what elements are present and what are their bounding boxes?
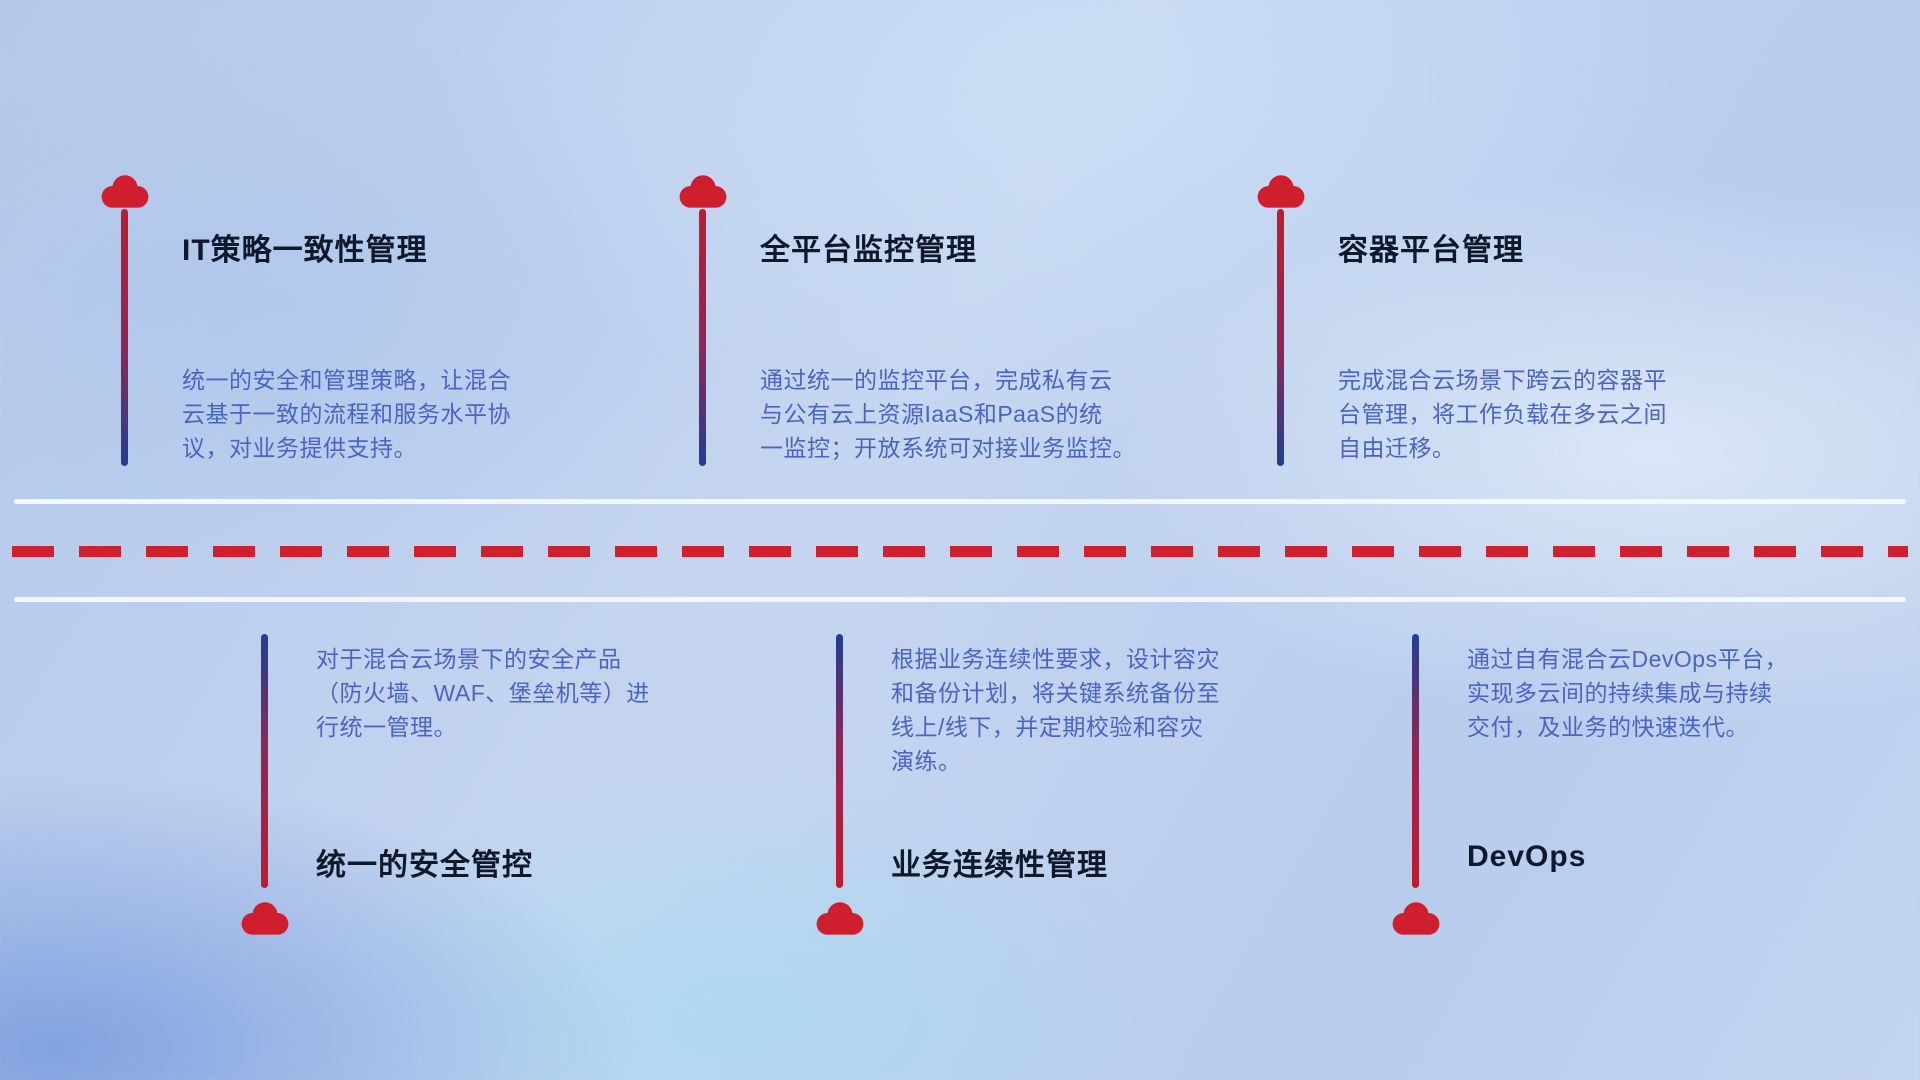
connector-line <box>121 209 128 466</box>
capability-card-security-control: 对于混合云场景下的安全产品 （防火墙、WAF、堡垒机等）进 行统一管理。 统一的… <box>238 634 808 964</box>
cloud-icon <box>1389 898 1443 938</box>
cloud-icon <box>813 898 867 938</box>
capability-title: 统一的安全管控 <box>316 849 533 882</box>
connector-line <box>1277 209 1284 466</box>
capability-card-container-platform: 容器平台管理 完成混合云场景下跨云的容器平 台管理，将工作负载在多云之间 自由迁… <box>1254 171 1824 501</box>
capability-title: DevOps <box>1467 840 1587 873</box>
capability-card-business-continuity: 根据业务连续性要求，设计容灾 和备份计划，将关键系统备份至 线上/线下，并定期校… <box>813 634 1383 964</box>
capability-description: 通过统一的监控平台，完成私有云 与公有云上资源IaaS和PaaS的统 一监控；开… <box>760 367 1136 461</box>
cloud-icon <box>98 171 152 211</box>
timeline-dashed-line <box>12 546 1908 557</box>
connector-line <box>1412 634 1419 888</box>
capability-card-it-policy: IT策略一致性管理 统一的安全和管理策略，让混合 云基于一致的流程和服务水平协 … <box>98 171 668 501</box>
timeline-lower-line <box>14 597 1906 602</box>
capability-description: 根据业务连续性要求，设计容灾 和备份计划，将关键系统备份至 线上/线下，并定期校… <box>891 646 1220 774</box>
capability-description: 对于混合云场景下的安全产品 （防火墙、WAF、堡垒机等）进 行统一管理。 <box>316 646 650 740</box>
capability-description: 通过自有混合云DevOps平台， 实现多云间的持续集成与持续 交付，及业务的快速… <box>1467 646 1789 740</box>
capability-description: 完成混合云场景下跨云的容器平 台管理，将工作负载在多云之间 自由迁移。 <box>1338 367 1667 461</box>
capability-card-devops: 通过自有混合云DevOps平台， 实现多云间的持续集成与持续 交付，及业务的快速… <box>1389 634 1920 964</box>
capability-description: 统一的安全和管理策略，让混合 云基于一致的流程和服务水平协 议，对业务提供支持。 <box>182 367 511 461</box>
capability-title: 容器平台管理 <box>1338 234 1524 267</box>
capability-card-monitoring: 全平台监控管理 通过统一的监控平台，完成私有云 与公有云上资源IaaS和PaaS… <box>676 171 1246 501</box>
connector-line <box>261 634 268 888</box>
cloud-icon <box>238 898 292 938</box>
capability-title: IT策略一致性管理 <box>182 234 428 267</box>
timeline-upper-line <box>14 499 1906 504</box>
connector-line <box>699 209 706 466</box>
capability-title: 业务连续性管理 <box>891 849 1108 882</box>
cloud-icon <box>1254 171 1308 211</box>
cloud-icon <box>676 171 730 211</box>
connector-line <box>836 634 843 888</box>
capability-title: 全平台监控管理 <box>760 234 977 267</box>
